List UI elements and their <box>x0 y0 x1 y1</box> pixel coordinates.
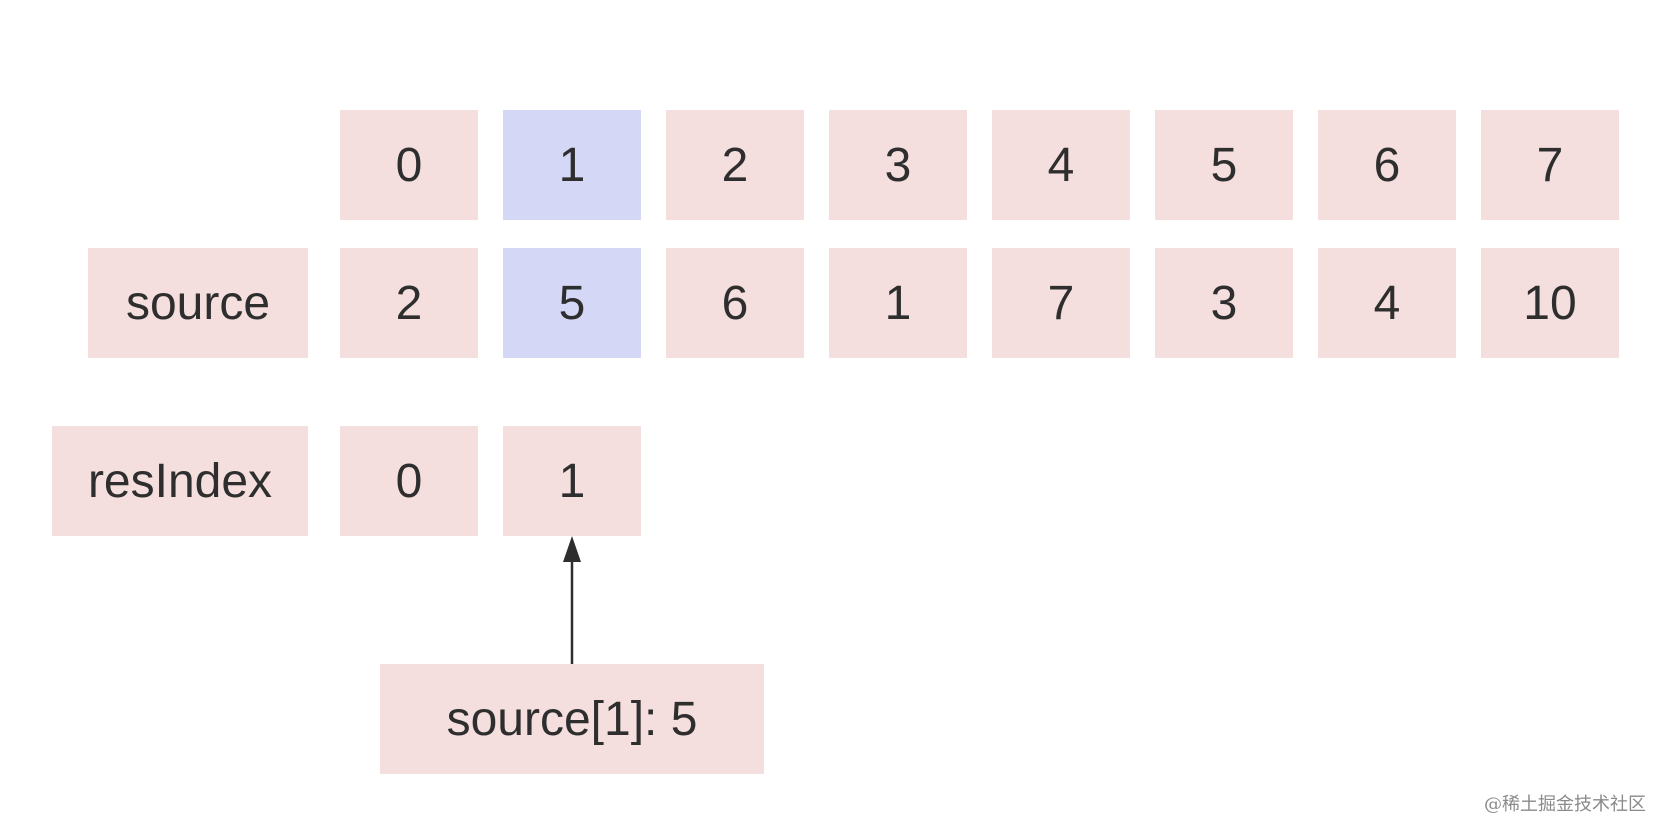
index-cell-2: 2 <box>666 110 804 220</box>
index-cell-1: 1 <box>503 110 641 220</box>
source-cell-2: 6 <box>666 248 804 358</box>
pointer-arrow-head <box>563 536 581 562</box>
index-cell-5: 5 <box>1155 110 1293 220</box>
index-cell-4: 4 <box>992 110 1130 220</box>
source-label: source <box>88 248 308 358</box>
source-cell-5: 3 <box>1155 248 1293 358</box>
source-cell-0: 2 <box>340 248 478 358</box>
index-cell-7: 7 <box>1481 110 1619 220</box>
index-cell-0: 0 <box>340 110 478 220</box>
source-cell-6: 4 <box>1318 248 1456 358</box>
resindex-cell-1: 1 <box>503 426 641 536</box>
watermark-text: @稀土掘金技术社区 <box>1484 794 1646 815</box>
source-cell-3: 1 <box>829 248 967 358</box>
index-cell-6: 6 <box>1318 110 1456 220</box>
pointer-label-box: source[1]: 5 <box>380 664 764 774</box>
source-cell-4: 7 <box>992 248 1130 358</box>
resindex-cell-0: 0 <box>340 426 478 536</box>
source-cell-7: 10 <box>1481 248 1619 358</box>
resindex-label: resIndex <box>52 426 308 536</box>
source-cell-1: 5 <box>503 248 641 358</box>
index-cell-3: 3 <box>829 110 967 220</box>
